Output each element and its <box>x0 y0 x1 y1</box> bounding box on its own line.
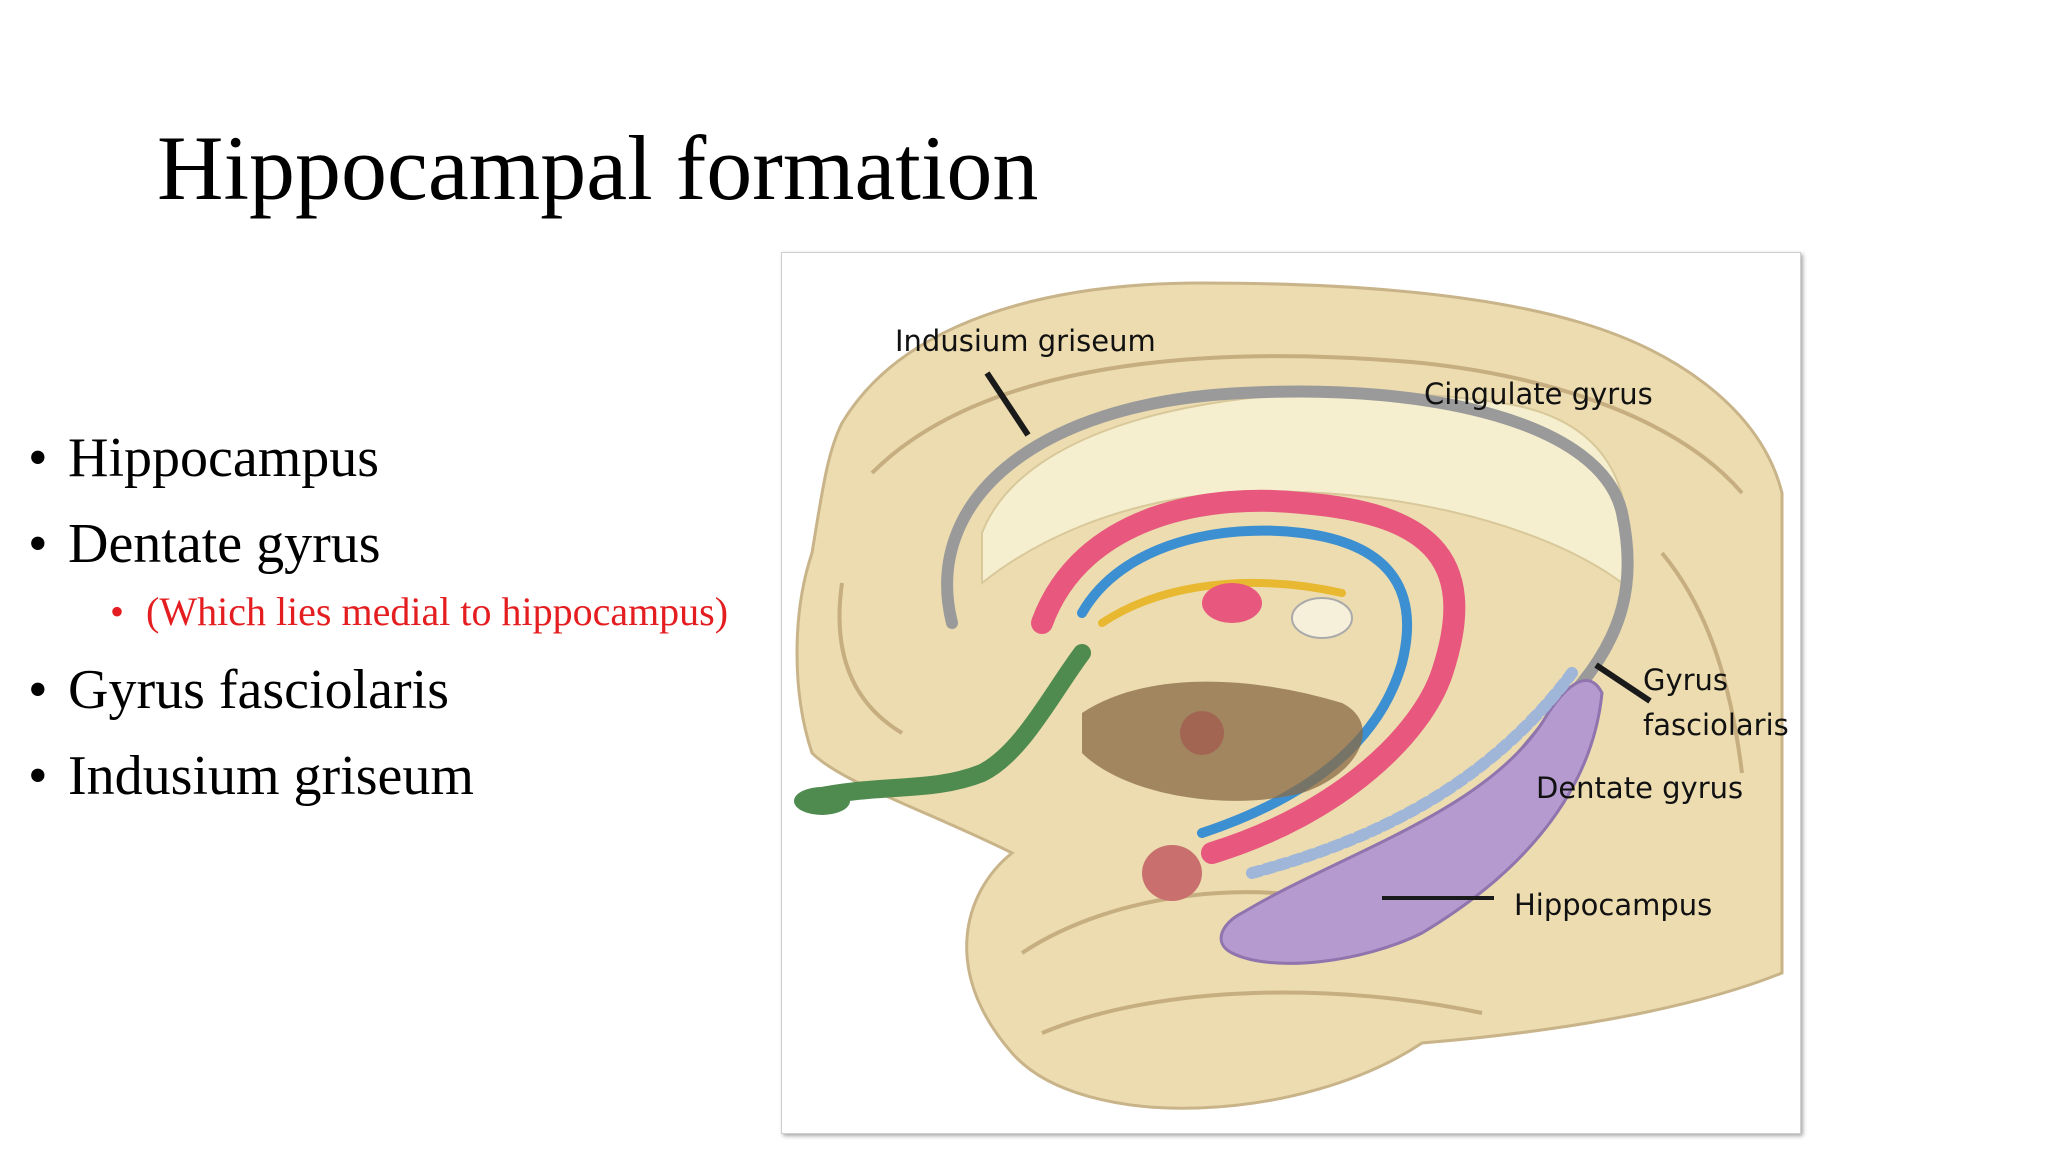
yellow-tract <box>1098 579 1346 627</box>
brainstem-region <box>1082 681 1363 801</box>
olfactory-tract <box>803 644 1091 807</box>
bullet-item: • Indusium griseum <box>28 748 788 804</box>
label-hippocampus: Hippocampus <box>1514 888 1712 922</box>
bullet-item: • Gyrus fasciolaris <box>28 662 788 718</box>
central-nucleus <box>1142 845 1202 901</box>
bullet-item: • Hippocampus <box>28 430 788 486</box>
bullet-marker: • <box>28 427 48 489</box>
pink-tract <box>1031 489 1466 864</box>
brain-illustration: Indusium griseum Cingulate gyrus Gyrus f… <box>794 281 1789 1110</box>
gyrus-fold <box>837 582 904 735</box>
bullet-list: • Hippocampus • Dentate gyrus • (Which l… <box>28 430 788 804</box>
bullet-text-indusium-griseum: Indusium griseum <box>68 745 474 807</box>
sub-bullet-item: • (Which lies medial to hippocampus) <box>28 592 788 632</box>
olfactory-bulb <box>794 787 850 815</box>
slide-title: Hippocampal formation <box>157 117 1039 219</box>
label-fasciolaris: fasciolaris <box>1643 708 1789 742</box>
bullet-marker: • <box>28 659 48 721</box>
sub-bullet-marker: • <box>110 589 125 634</box>
label-dentate-gyrus: Dentate gyrus <box>1536 771 1743 805</box>
gyrus-fold <box>1660 551 1744 774</box>
bullet-marker: • <box>28 513 48 575</box>
sub-bullet-text: (Which lies medial to hippocampus) <box>146 589 729 634</box>
gyrus-fold <box>1041 990 1483 1035</box>
label-gyrus: Gyrus <box>1643 663 1728 697</box>
bullet-text-gyrus-fasciolaris: Gyrus fasciolaris <box>68 659 450 721</box>
central-nucleus <box>1202 583 1262 623</box>
brain-illustration-figure: Indusium griseum Cingulate gyrus Gyrus f… <box>781 252 1801 1134</box>
label-cingulate-gyrus: Cingulate gyrus <box>1424 377 1653 411</box>
label-indusium-griseum: Indusium griseum <box>895 324 1156 358</box>
hippocampus <box>1219 679 1604 965</box>
gyrus-fold <box>870 354 1744 495</box>
pointer-gyrus-fasciolaris <box>1594 662 1652 704</box>
pointer-indusium-griseum <box>984 371 1031 437</box>
bullet-item: • Dentate gyrus <box>28 516 788 572</box>
bullet-marker: • <box>28 745 48 807</box>
bullet-text-hippocampus: Hippocampus <box>68 427 380 489</box>
dentate-gyrus-beading <box>1246 667 1578 879</box>
bullet-text-dentate-gyrus: Dentate gyrus <box>68 513 381 575</box>
central-nucleus <box>1291 597 1353 639</box>
